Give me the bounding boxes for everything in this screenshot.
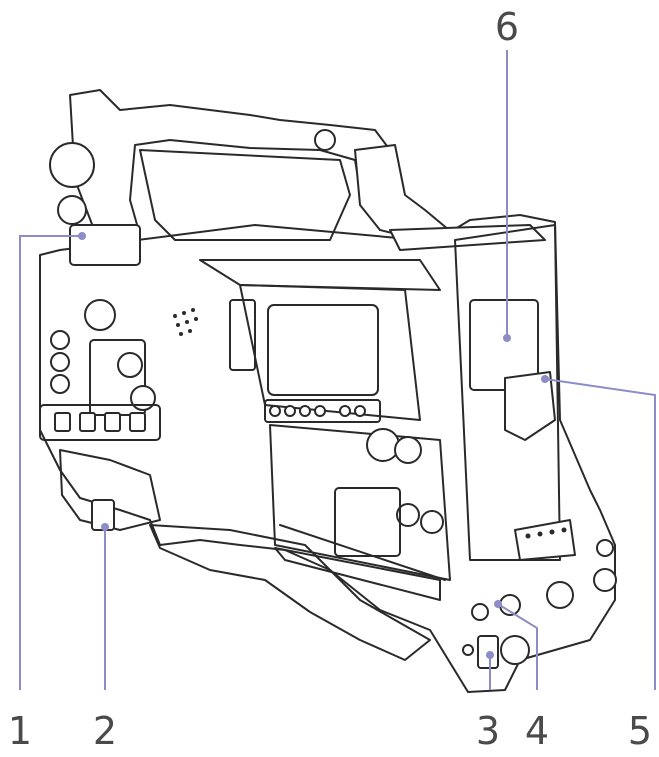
- callout-label-2: 2: [92, 709, 118, 753]
- lcd-screen: [267, 304, 379, 396]
- leader-5-dot: [541, 375, 549, 383]
- callout-label-3: 3: [475, 709, 501, 753]
- leader-1: [19, 235, 82, 690]
- front-knob: [49, 142, 95, 188]
- callout-leaders: [19, 50, 656, 690]
- callout-label-5: 5: [627, 709, 653, 753]
- leader-6-dot: [503, 334, 511, 342]
- rear-latch: [504, 371, 556, 441]
- leader-3-dot: [486, 651, 494, 659]
- speaker-grille: [173, 308, 198, 336]
- rear-panel: [454, 224, 561, 561]
- camcorder-drawing: [39, 89, 617, 693]
- carry-handle: [69, 89, 401, 246]
- leader-1-dot: [78, 232, 86, 240]
- callout-label-4: 4: [524, 709, 550, 753]
- callout-label-1: 1: [7, 709, 33, 753]
- leader-2-dot: [101, 523, 109, 531]
- leader-5: [544, 378, 656, 690]
- handle-knob: [314, 129, 336, 151]
- front-knob-small: [57, 195, 87, 225]
- shoulder-pad: [149, 524, 431, 661]
- front-bracket: [69, 224, 141, 266]
- callout-label-6: 6: [494, 5, 520, 49]
- top-rear-assembly: [354, 144, 456, 241]
- leader-4-dot: [494, 600, 502, 608]
- leader-4: [497, 603, 538, 690]
- handle-grip: [139, 149, 351, 241]
